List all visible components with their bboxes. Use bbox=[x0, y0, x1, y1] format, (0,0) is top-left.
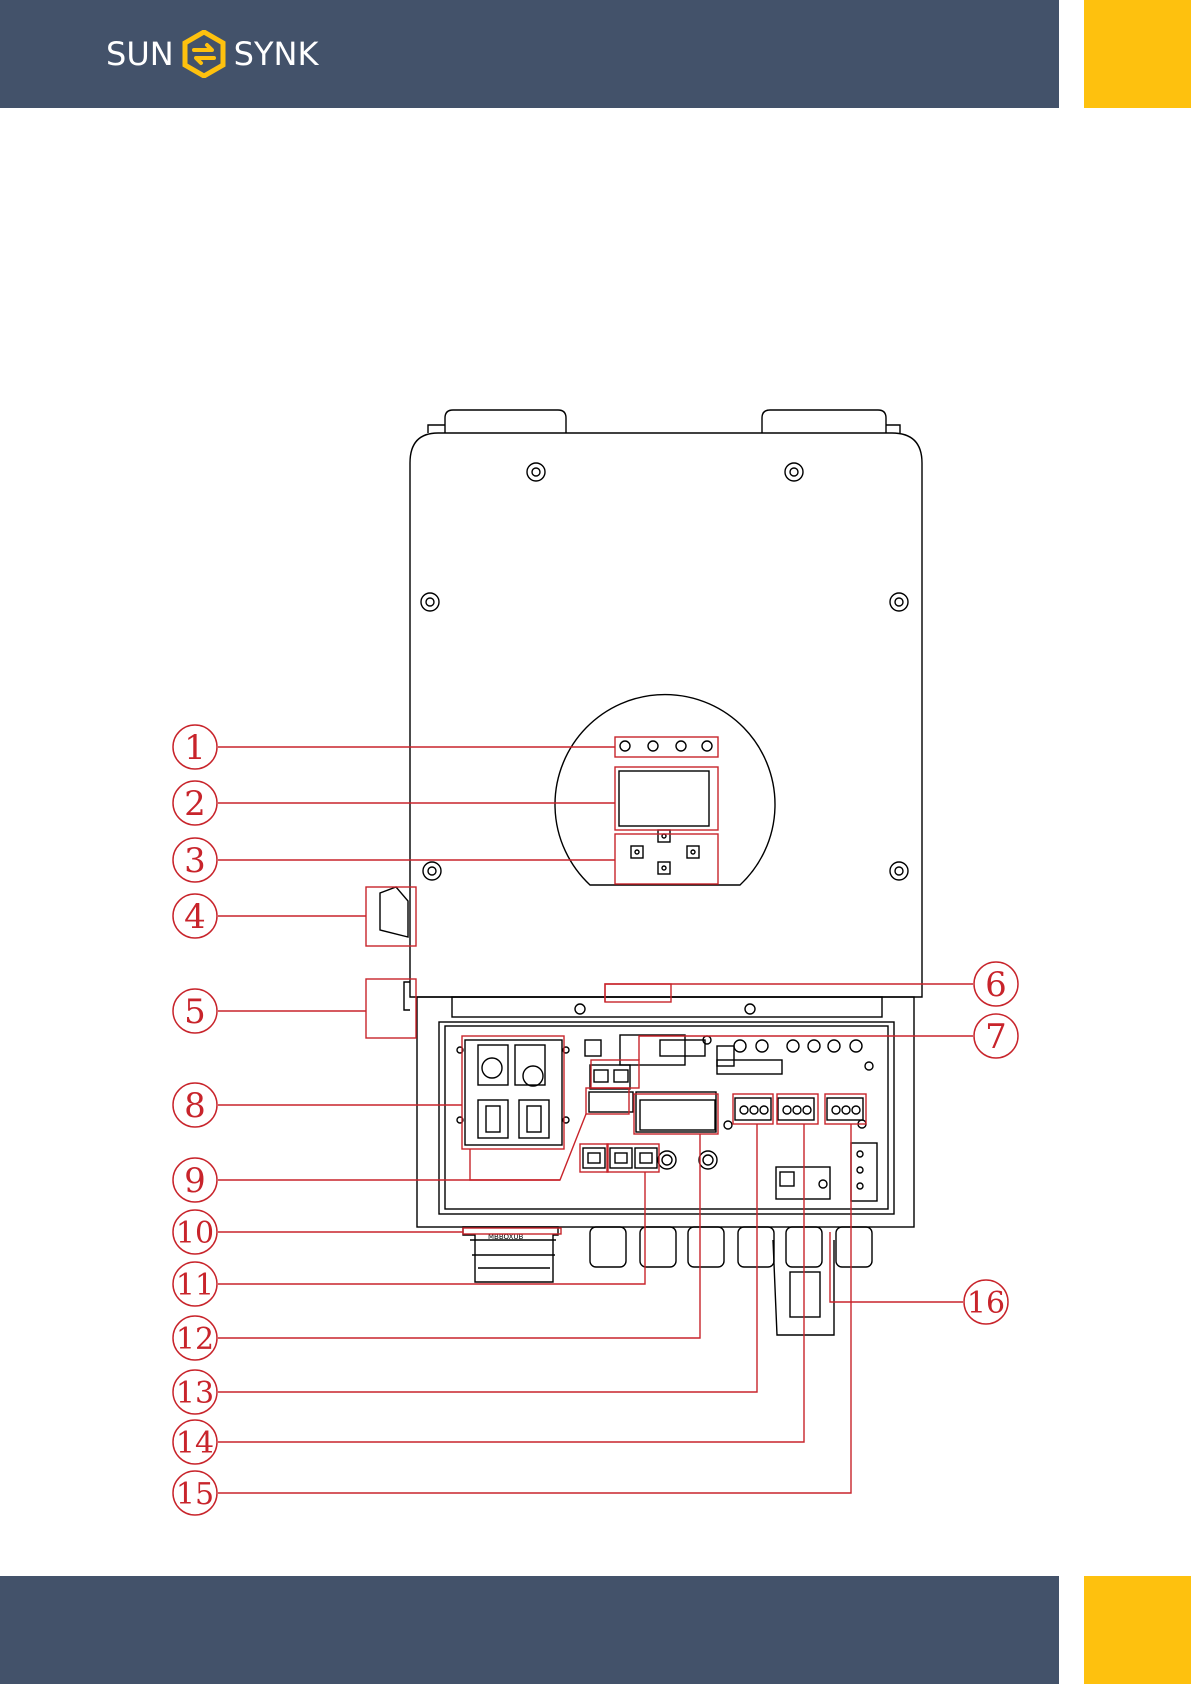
lcd-screen bbox=[619, 771, 709, 826]
grid-terminals bbox=[703, 1036, 873, 1070]
footer-band bbox=[0, 1576, 1059, 1684]
callout-1: 1 bbox=[173, 725, 217, 769]
svg-text:7: 7 bbox=[985, 1017, 1007, 1057]
inverter-body bbox=[380, 410, 922, 1335]
control-buttons bbox=[631, 830, 699, 874]
callout-12: 12 bbox=[173, 1316, 217, 1360]
callout-2: 2 bbox=[173, 781, 217, 825]
svg-text:4: 4 bbox=[184, 897, 206, 937]
housing-screws bbox=[421, 463, 908, 880]
callout-4: 4 bbox=[173, 894, 217, 938]
svg-text:9: 9 bbox=[184, 1161, 206, 1201]
callout-5: 5 bbox=[173, 989, 217, 1033]
svg-text:1: 1 bbox=[184, 728, 206, 768]
cable-glands bbox=[463, 1227, 872, 1335]
svg-text:5: 5 bbox=[184, 992, 206, 1032]
dc-isolator bbox=[457, 1040, 569, 1145]
svg-text:16: 16 bbox=[967, 1286, 1005, 1321]
callout-14: 14 bbox=[173, 1420, 217, 1464]
callout-numbers: 1 2 3 4 5 6 7 8 bbox=[173, 725, 1018, 1515]
callout-16: 16 bbox=[964, 1280, 1008, 1324]
terminal-block bbox=[585, 1035, 782, 1132]
rj45-ports bbox=[583, 1148, 657, 1168]
svg-text:13: 13 bbox=[176, 1376, 214, 1411]
svg-text:6: 6 bbox=[985, 965, 1007, 1005]
footer-accent-block bbox=[1084, 1576, 1191, 1684]
callout-6: 6 bbox=[974, 962, 1018, 1006]
svg-text:15: 15 bbox=[176, 1477, 214, 1512]
svg-text:8: 8 bbox=[184, 1086, 206, 1126]
callout-9: 9 bbox=[173, 1158, 217, 1202]
callout-leader-lines-extra bbox=[470, 1149, 560, 1180]
svg-text:10: 10 bbox=[176, 1216, 214, 1251]
callout-10: 10 bbox=[173, 1210, 217, 1254]
callout-11: 11 bbox=[173, 1262, 217, 1306]
power-switch-graphic bbox=[380, 887, 408, 937]
led-indicators bbox=[620, 741, 712, 751]
svg-text:11: 11 bbox=[176, 1268, 214, 1303]
callout-13: 13 bbox=[173, 1370, 217, 1414]
callout-15: 15 bbox=[173, 1471, 217, 1515]
svg-text:3: 3 bbox=[184, 841, 206, 881]
callout-3: 3 bbox=[173, 838, 217, 882]
callout-8: 8 bbox=[173, 1083, 217, 1127]
relay-module bbox=[776, 1167, 830, 1199]
svg-text:14: 14 bbox=[176, 1426, 214, 1461]
callout-highlight-boxes bbox=[366, 737, 866, 1234]
callout-7: 7 bbox=[974, 1014, 1018, 1058]
svg-text:12: 12 bbox=[176, 1322, 214, 1357]
svg-text:2: 2 bbox=[184, 784, 206, 824]
